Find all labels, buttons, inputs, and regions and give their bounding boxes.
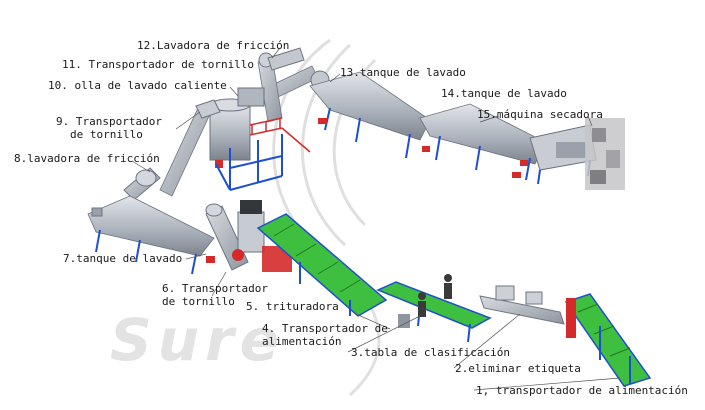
stair-railing (249, 117, 311, 153)
worker-figures (418, 274, 452, 317)
dryer-machine-15 (520, 118, 625, 190)
label-9-screw-conveyor-line2: de tornillo (70, 128, 143, 141)
washing-tank-7 (87, 195, 215, 275)
washing-tank-13 (309, 71, 431, 159)
label-2-remove-label: 2.eliminar etiqueta (455, 362, 581, 375)
label-5-crusher: 5. trituradora (246, 300, 339, 313)
label-4-feed-conveyor-line2: alimentación (262, 335, 342, 348)
label-4-feed-conveyor: 4. Transportador de (262, 322, 388, 335)
feed-conveyor-1 (564, 293, 652, 387)
label-remover-2 (479, 285, 565, 325)
leader-lines (131, 47, 621, 391)
friction-washer-8 (123, 167, 161, 201)
feed-conveyor-4 (256, 213, 388, 317)
friction-washer-12 (267, 47, 305, 71)
label-6-screw-conveyor: 6. Transportador (162, 282, 268, 295)
label-15-dryer: 15.máquina secadora (477, 108, 603, 121)
label-7-washing-tank: 7.tanque de lavado (63, 252, 183, 265)
label-14-washing-tank: 14.tanque de lavado (441, 87, 567, 100)
label-11-screw-conveyor: 11. Transportador de tornillo (62, 58, 255, 71)
sorting-table-3 (376, 281, 492, 343)
screw-conveyor-9 (159, 99, 221, 197)
hot-washing-pot-10 (209, 87, 265, 168)
watermark-text: Sure (110, 306, 285, 374)
label-8-friction-washer: 8.lavadora de fricción (14, 152, 160, 165)
label-12-friction-washer: 12.Lavadora de fricción (137, 39, 290, 52)
label-10-hot-washing-pot: 10. olla de lavado caliente (48, 79, 227, 92)
label-6-screw-conveyor-line2: de tornillo (162, 295, 235, 308)
label-9-screw-conveyor: 9. Transportador (56, 115, 162, 128)
label-13-washing-tank: 13.tanque de lavado (340, 66, 466, 79)
label-3-sorting-table: 3.tabla de clasificación (351, 346, 510, 359)
label-1-feed-conveyor: 1, transportador de alimentación (476, 384, 688, 397)
platform-frame (215, 134, 283, 191)
